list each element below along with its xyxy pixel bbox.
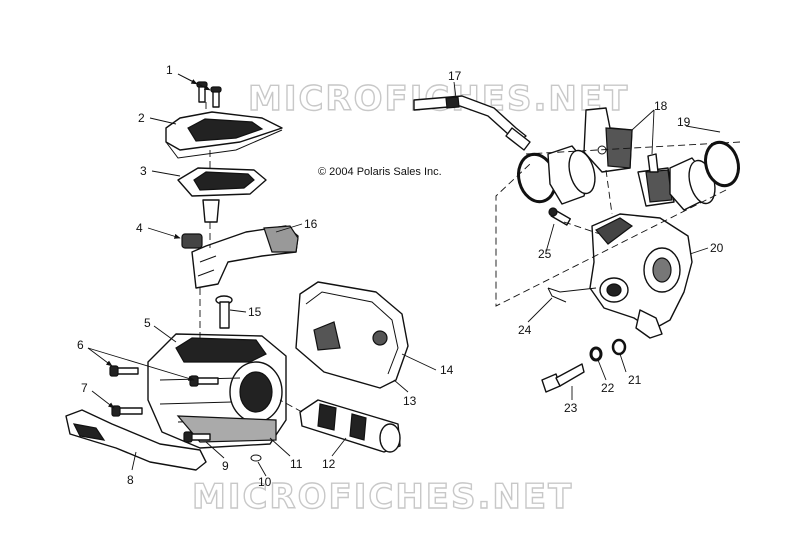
part-12-piston (299, 399, 401, 453)
caliper-piston-left (547, 145, 596, 205)
callout-14: 14 (440, 363, 454, 377)
callout-21: 21 (628, 373, 642, 387)
part-14-cover (295, 281, 409, 389)
part-21-washer (611, 338, 627, 356)
part-20-caliper-body (589, 213, 693, 339)
callout-7: 7 (81, 381, 88, 395)
callout-25: 25 (538, 247, 552, 261)
callout-20: 20 (710, 241, 724, 255)
callout-11: 11 (290, 457, 303, 471)
part-15-pin (215, 295, 233, 329)
part-3-diaphragm (177, 167, 267, 223)
copyright-notice: © 2004 Polaris Sales Inc. (318, 166, 442, 178)
part-24-clip (547, 287, 597, 303)
part-25-bleeder (548, 207, 571, 226)
part-10-clip (250, 454, 262, 462)
callout-22: 22 (601, 381, 615, 395)
part-19-piston-seal (669, 140, 740, 211)
part-8-brake-lever (65, 409, 207, 471)
callout-16: 16 (304, 217, 318, 231)
leader-lines (87, 73, 721, 477)
callout-6: 6 (77, 338, 84, 352)
callout-24: 24 (518, 323, 532, 337)
part-4-spring (181, 233, 203, 249)
callout-18: 18 (654, 99, 668, 113)
part-18-brake-pads (583, 107, 675, 207)
callout-23: 23 (564, 401, 578, 415)
callout-labels: 1 2 3 4 5 6 7 8 9 10 11 12 13 14 15 16 1… (77, 63, 724, 489)
callout-2: 2 (138, 111, 145, 125)
callout-5: 5 (144, 316, 151, 330)
part-2-reservoir-cover (165, 111, 283, 159)
callout-17: 17 (448, 69, 462, 83)
part-7-screw (111, 405, 143, 417)
callout-12: 12 (322, 457, 336, 471)
callout-13: 13 (403, 394, 417, 408)
callout-19: 19 (677, 115, 691, 129)
callout-4: 4 (136, 221, 143, 235)
part-9-screw (183, 431, 211, 443)
callout-8: 8 (127, 473, 134, 487)
callout-15: 15 (248, 305, 262, 319)
part-6-screws (109, 365, 219, 387)
watermark-bottom: MICROFICHES.NET (192, 477, 573, 517)
callout-3: 3 (140, 164, 147, 178)
part-22-washer (589, 346, 603, 362)
callout-10: 10 (258, 475, 272, 489)
alignment-lines (199, 102, 741, 413)
callout-9: 9 (222, 459, 229, 473)
part-16-lever-bracket (191, 225, 299, 289)
callout-1: 1 (166, 63, 173, 77)
part-5-master-cylinder-body (147, 333, 287, 449)
part-17-brake-line (413, 95, 531, 151)
part-23-bolt (541, 363, 585, 393)
